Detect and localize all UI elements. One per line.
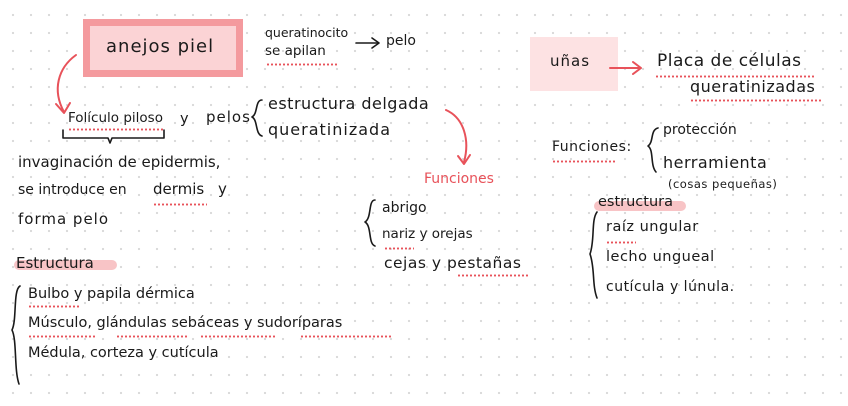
squiggle-funciones-unas <box>552 160 616 163</box>
heading-funciones: Funciones <box>424 171 494 187</box>
squiggle-musculo <box>28 335 96 338</box>
text-pelos: pelos <box>206 108 251 126</box>
text-queratinocito: queratinocito <box>265 25 349 40</box>
heading-estructura: Estructura <box>16 254 94 272</box>
squiggle-raiz <box>606 241 636 244</box>
funciones-item-1: abrigo <box>382 200 427 216</box>
funciones-item-3: cejas y pestañas <box>384 254 522 272</box>
text-queratinizadas: queratinizadas <box>690 77 816 96</box>
squiggle-pestanas <box>457 274 529 277</box>
squiggle-sebaceas <box>200 335 276 338</box>
text-estructura-delgada: estructura delgada <box>268 94 430 113</box>
estructura-item-1: Bulbo y papila dérmica <box>28 286 195 302</box>
brace-pelos <box>251 99 263 137</box>
estructura-item-2: Músculo, glándulas sebáceas y sudorípara… <box>28 315 343 331</box>
brace-estructura-unas <box>589 211 598 299</box>
funciones-unas-item-3: (cosas pequeñas) <box>668 177 778 191</box>
brace-funciones <box>364 199 376 247</box>
highlight-estructura-unas <box>594 201 686 211</box>
text-placa: Placa de células <box>657 51 802 71</box>
funciones-item-2: nariz y orejas <box>382 226 473 242</box>
text-se-apilan: se apilan <box>265 43 326 59</box>
highlight-estructura <box>14 260 117 270</box>
heading-estructura-unas: estructura <box>598 194 674 210</box>
text-pelo: pelo <box>386 33 416 49</box>
arrow-to-foliculo <box>56 54 77 113</box>
title-anejos-piel: anejos piel <box>106 36 215 57</box>
squiggle-bulbo <box>28 305 80 308</box>
squiggle-queratinizadas <box>690 99 822 102</box>
heading-funciones-unas: Funciones: <box>552 139 632 155</box>
funciones-unas-item-2: herramienta <box>663 153 768 172</box>
text-forma-pelo: forma pelo <box>18 210 110 228</box>
text-foliculo: Folículo piloso <box>68 110 163 126</box>
text-y2: y <box>218 180 227 198</box>
text-se-introduce: se introduce en <box>18 182 127 198</box>
brace-foliculo <box>62 129 165 144</box>
title-box-unas <box>530 37 618 91</box>
squiggle-glandulas <box>116 335 188 338</box>
text-queratinizada: queratinizada <box>268 120 391 139</box>
funciones-unas-item-1: protección <box>663 122 737 138</box>
squiggle-dermis <box>153 203 207 206</box>
text-invaginacion: invaginación de epidermis, <box>18 153 221 171</box>
estructura-unas-item-1: raíz ungular <box>606 219 699 235</box>
estructura-unas-item-2: lecho ungueal <box>606 249 715 265</box>
estructura-item-3: Médula, corteza y cutícula <box>28 345 219 361</box>
title-box-anejos <box>83 19 243 77</box>
brace-estructura <box>11 285 21 385</box>
estructura-unas-item-3: cutícula y lúnula. <box>606 279 735 295</box>
squiggle-sudoriparos <box>300 335 392 338</box>
squiggle-nariz <box>384 247 414 250</box>
brace-funciones-unas <box>647 127 659 173</box>
arrow-to-funciones <box>445 109 468 163</box>
squiggle-apilan <box>266 63 338 66</box>
text-dermis: dermis <box>153 180 205 198</box>
squiggle-foliculo <box>68 128 164 131</box>
title-unas: uñas <box>550 52 591 70</box>
squiggle-placa <box>655 75 815 78</box>
text-y: y <box>180 111 189 127</box>
